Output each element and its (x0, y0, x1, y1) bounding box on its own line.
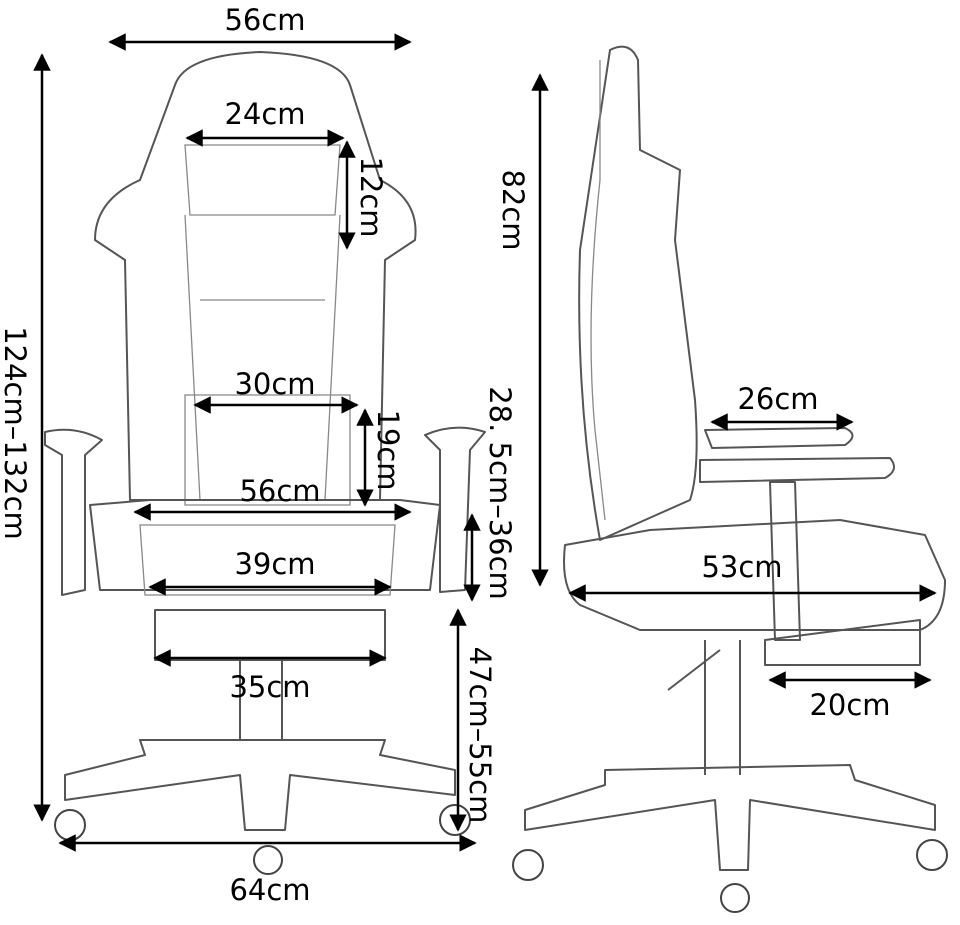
front-footrest (154, 609, 386, 661)
label-seat-width: 39cm (234, 547, 315, 581)
side-backrest-inner (590, 60, 606, 521)
front-backrest-inner (184, 214, 341, 501)
front-gas-lift (239, 660, 283, 740)
label-overall-width: 56cm (224, 3, 305, 37)
side-wheel-right (916, 839, 948, 871)
side-wheel-left (512, 849, 544, 881)
label-seat-depth: 53cm (701, 550, 782, 584)
label-armrest-width: 26cm (737, 382, 818, 416)
front-backrest (94, 51, 417, 501)
side-backrest (578, 45, 698, 541)
front-armrest-right (424, 426, 486, 593)
side-wheel-center (720, 883, 750, 913)
label-lumbar-width: 30cm (234, 367, 315, 401)
label-footrest-depth: 20cm (809, 688, 890, 722)
dimension-arrows (33, 33, 937, 852)
label-base-width: 64cm (229, 873, 310, 907)
front-wheel-center (253, 845, 283, 875)
label-lumbar-height: 19cm (371, 409, 405, 490)
side-chair-drawing (512, 45, 948, 913)
front-wheel-left (54, 809, 86, 841)
label-headrest-width: 24cm (224, 97, 305, 131)
dimension-labels: 56cm 24cm 12cm 124cm–132cm 30cm 19cm 56c… (0, 3, 891, 907)
label-headrest-height: 12cm (354, 156, 388, 237)
front-headrest-pillow (184, 144, 341, 216)
label-backrest-height: 82cm (496, 169, 530, 250)
label-seat-back-width: 56cm (239, 474, 320, 508)
front-base (64, 739, 456, 831)
side-footrest (764, 619, 921, 666)
label-total-height: 124cm–132cm (0, 326, 32, 540)
label-footrest-width: 35cm (229, 670, 310, 704)
front-chair-drawing (44, 51, 486, 875)
side-gas-lift (667, 640, 741, 775)
side-armrest (699, 427, 895, 641)
label-seat-height: 47cm–55cm (463, 647, 497, 824)
label-armrest-height: 28. 5cm–36cm (483, 386, 517, 600)
front-armrest-left (44, 428, 103, 596)
side-base (524, 764, 936, 871)
